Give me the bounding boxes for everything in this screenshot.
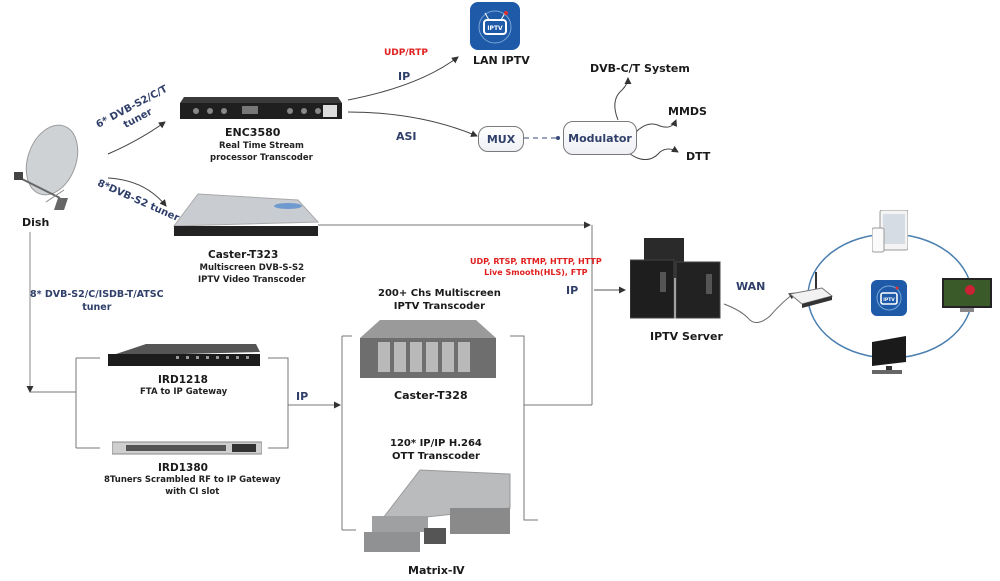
modulator-box[interactable]: Modulator [563, 121, 637, 155]
server-tower-icon [629, 238, 721, 319]
line-ird-bracket [30, 357, 100, 449]
monitor-icon [872, 336, 906, 374]
caster-t328-device[interactable] [358, 318, 498, 380]
mux-label: MUX [486, 132, 516, 146]
mmds-label: MMDS [668, 105, 707, 118]
ird1218-description: FTA to IP Gateway [140, 387, 228, 397]
enc3580-name: ENC3580 [225, 126, 281, 139]
line-transcoder-right [510, 335, 592, 521]
gateway-unit-icon [111, 441, 263, 455]
arrow-dish-to-t323 [107, 177, 167, 207]
tablet-phone-device[interactable] [871, 209, 909, 254]
smart-tv-device[interactable] [942, 278, 992, 316]
line-transcoder-left [341, 335, 356, 531]
tablet-icon [871, 209, 909, 253]
desktop-pc-device[interactable] [868, 336, 912, 376]
television-icon [942, 278, 992, 312]
server-protocols: UDP, RTSP, RTMP, HTTP, HTTP Live Smooth(… [470, 257, 602, 277]
caster-t323-description: Multiscreen DVB-S-S2 IPTV Video Transcod… [198, 263, 306, 285]
wan-label: WAN [736, 280, 766, 293]
ip-label-ird: IP [296, 390, 309, 403]
arrow-enc-to-mux [347, 111, 478, 137]
modulator-label: Modulator [568, 131, 632, 145]
iptv-tv-icon: IPTV [876, 285, 902, 311]
ird1380-description: 8Tuners Scrambled RF to IP Gateway with … [104, 475, 281, 497]
arrow-mod-to-mmds [635, 119, 678, 133]
caster-t323-device[interactable] [170, 192, 320, 242]
blade-server-icon [364, 469, 511, 552]
arrow-dish-to-enc3580 [107, 121, 166, 155]
caster-t328-header: 200+ Chs Multiscreen IPTV Transcoder [378, 288, 501, 312]
dtt-label: DTT [686, 150, 711, 163]
iptv-server-cluster[interactable] [629, 238, 726, 320]
chassis-server-icon [360, 320, 496, 378]
line-ird-right-bracket [268, 357, 340, 449]
matrix-name: Matrix-Ⅳ [408, 564, 465, 577]
set-top-box-router[interactable] [788, 270, 834, 310]
router-icon [788, 272, 834, 308]
asi-label: ASI [396, 130, 417, 143]
lan-iptv-label: LAN IPTV [473, 54, 530, 67]
ip-label-server: IP [566, 284, 579, 297]
tuner-ird-label: 8* DVB-S2/C/ISDB-T/ATSC tuner [30, 289, 164, 313]
arrow-enc-to-lan [347, 56, 459, 101]
rack-unit-icon [180, 97, 342, 119]
ird1218-device[interactable] [106, 342, 262, 368]
udp-rtp-label: UDP/RTP [384, 48, 428, 58]
arrow-mod-to-dtt [629, 145, 679, 160]
ip-label-enc: IP [398, 70, 411, 83]
ird1380-name: IRD1380 [158, 462, 208, 474]
dish-label: Dish [22, 216, 50, 229]
arrow-mod-to-dvbct [614, 77, 632, 121]
svg-text:IPTV: IPTV [883, 297, 895, 303]
iptv-server-label: IPTV Server [650, 330, 723, 343]
dvbct-system-label: DVB-C/T System [590, 62, 690, 75]
caster-t328-name: Caster-T328 [394, 389, 468, 402]
enc3580-device[interactable] [178, 91, 344, 121]
iptv-center-app-icon[interactable]: IPTV [871, 280, 907, 316]
svg-text:IPTV: IPTV [487, 25, 503, 32]
wan-cable [723, 292, 796, 323]
ird1380-device[interactable] [111, 440, 263, 456]
ird1218-name: IRD1218 [158, 374, 208, 386]
matrix-header: 120* IP/IP H.264 OTT Transcoder [390, 438, 482, 462]
enc3580-description: Real Time Stream processor Transcoder [210, 141, 313, 163]
matrix-iv-device[interactable] [360, 468, 520, 556]
caster-t323-name: Caster-T323 [208, 249, 279, 261]
gateway-unit-icon [108, 344, 260, 366]
satellite-dish-icon [14, 124, 79, 210]
satellite-dish [8, 120, 80, 212]
mux-box[interactable]: MUX [478, 126, 524, 152]
iptv-tv-icon: IPTV [478, 10, 512, 44]
rack-server-icon [172, 193, 320, 236]
lan-iptv-app-icon[interactable]: IPTV [470, 2, 520, 50]
